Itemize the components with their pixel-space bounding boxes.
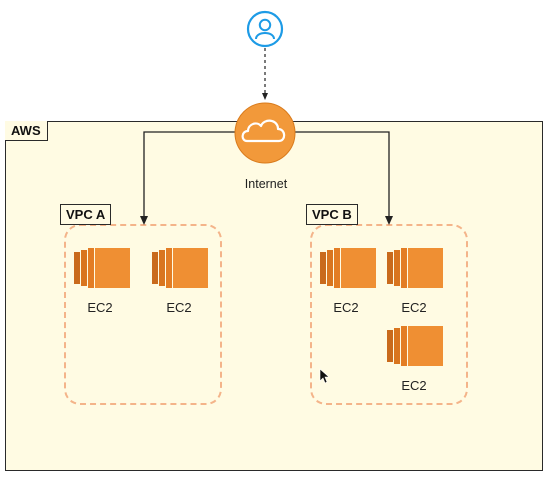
ec2-instance-icon [74,248,130,288]
vpc-a-label: VPC A [60,204,112,225]
vpc-b-label: VPC B [306,204,358,225]
ec2-label: EC2 [333,300,359,315]
ec2-instance-icon [387,326,443,366]
ec2-label: EC2 [166,300,192,315]
aws-label: AWS [5,121,48,141]
internet-to-vpc-b-arrow [295,131,393,225]
ec2-instance-icon [387,248,443,288]
vpc-b-box [310,224,468,405]
vpc-a-box [64,224,222,405]
ec2-instance-icon [320,248,376,288]
ec2-instance-icon [152,248,208,288]
internet-to-vpc-a-arrow [140,131,237,225]
ec2-label: EC2 [401,378,427,393]
ec2-label: EC2 [401,300,427,315]
ec2-label: EC2 [87,300,113,315]
aws-cloud-container [5,121,543,471]
internet-label: Internet [244,177,288,191]
